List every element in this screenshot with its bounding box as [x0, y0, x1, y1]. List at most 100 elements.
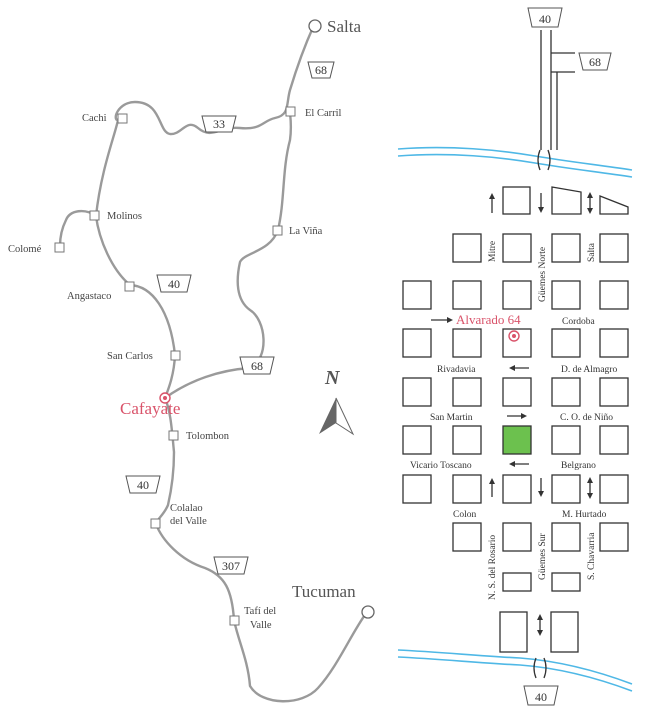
- block: [452, 233, 482, 263]
- road-salta-cafayate: [94, 23, 316, 400]
- block-triangle: [599, 195, 629, 215]
- regional-map: Salta Tucuman El Carril Cachi Molinos Co…: [8, 17, 375, 703]
- block: [599, 522, 629, 552]
- route-shield-68-south: 68: [239, 356, 275, 375]
- block: [402, 328, 432, 358]
- one-way-arrow-right-icon: [431, 317, 453, 323]
- two-way-arrow-icon: [537, 614, 543, 636]
- street-label-belgrano: Belgrano: [561, 461, 596, 471]
- block-trapezoid: [551, 186, 582, 215]
- town-marker-colome: [54, 242, 65, 253]
- block: [502, 233, 532, 263]
- destination-label: Alvarado 64: [456, 312, 521, 327]
- road-molinos-colome: [58, 209, 98, 248]
- block: [551, 572, 581, 592]
- town-label-valle: Valle: [250, 620, 272, 631]
- svg-text:68: 68: [251, 359, 263, 373]
- block: [551, 328, 581, 358]
- town-label-colome: Colomé: [8, 244, 42, 255]
- city-label-salta: Salta: [327, 17, 361, 36]
- block: [402, 425, 432, 455]
- street-label-rivadavia: Rivadavia: [437, 365, 476, 375]
- block: [452, 280, 482, 310]
- block: [502, 522, 532, 552]
- river-north: [397, 146, 633, 178]
- block: [551, 522, 581, 552]
- route-shield-33: 33: [201, 115, 237, 133]
- one-way-arrow-left-icon: [509, 365, 529, 371]
- route-shield-68-top: 68: [578, 52, 612, 71]
- route-shield-40-north: 40: [156, 274, 192, 293]
- svg-text:40: 40: [535, 690, 547, 704]
- street-label-mitre: Mitre: [488, 241, 498, 262]
- street-label-salta: Salta: [587, 242, 597, 262]
- block: [551, 377, 581, 407]
- street-label-d-de-almagro: D. de Almagro: [561, 365, 617, 375]
- svg-text:33: 33: [213, 117, 225, 131]
- one-way-arrow-right-icon: [507, 413, 527, 419]
- road-cafayate-tucuman: [154, 396, 369, 703]
- street-label-s-chavarria: S. Chavarria: [587, 532, 597, 580]
- town-marker-tafi: [229, 615, 240, 626]
- plaza-square: [502, 425, 532, 455]
- block: [550, 611, 579, 653]
- city-salta-marker: [308, 19, 322, 33]
- town-marker-molinos: [89, 210, 100, 221]
- svg-text:40: 40: [137, 478, 149, 492]
- two-way-arrow-icon: [587, 192, 593, 214]
- block: [551, 233, 581, 263]
- town-label-el-carril: El Carril: [305, 108, 342, 119]
- block: [502, 280, 532, 310]
- block: [599, 425, 629, 455]
- block: [502, 572, 532, 592]
- street-label-guemes-norte: Güemes Norte: [538, 247, 548, 302]
- town-marker-la-vina: [272, 225, 283, 236]
- block: [452, 474, 482, 504]
- block: [502, 377, 532, 407]
- town-label-cachi: Cachi: [82, 113, 107, 124]
- town-marker-colalao: [150, 518, 161, 529]
- town-marker-tolombon: [168, 430, 179, 441]
- town-label-colalao: Colalao: [170, 503, 203, 514]
- street-label-san-martin: San Martin: [430, 413, 473, 423]
- block: [452, 328, 482, 358]
- svg-text:68: 68: [589, 55, 601, 69]
- town-label-angastaco: Angastaco: [67, 291, 111, 302]
- svg-text:307: 307: [222, 559, 240, 573]
- block: [452, 377, 482, 407]
- block: [502, 186, 531, 215]
- block: [551, 474, 581, 504]
- one-way-arrow-up-icon: [489, 193, 495, 213]
- town-marker-angastaco: [124, 281, 135, 292]
- city-tucuman-marker: [361, 605, 375, 619]
- svg-text:40: 40: [168, 277, 180, 291]
- town-label-cafayate: Cafayate: [120, 399, 180, 418]
- block: [599, 377, 629, 407]
- street-label-guemes-sur: Güemes Sur: [538, 532, 548, 580]
- one-way-arrow-left-icon: [509, 461, 529, 467]
- town-label-tolombon: Tolombon: [186, 431, 230, 442]
- bridge-north: [537, 149, 551, 171]
- town-marker-cachi: [117, 113, 128, 124]
- route-shield-40-south: 40: [125, 475, 161, 494]
- block: [402, 474, 432, 504]
- city-label-tucuman: Tucuman: [292, 582, 356, 601]
- cafayate-target-icon: [159, 392, 171, 404]
- block: [502, 474, 532, 504]
- one-way-arrow-down-icon: [538, 193, 544, 213]
- street-label-ns-del-rosario: N. S. del Rosario: [488, 535, 498, 600]
- street-label-c-o-de-nino: C. O. de Niño: [560, 413, 613, 423]
- block: [599, 328, 629, 358]
- block: [452, 522, 482, 552]
- block: [402, 377, 432, 407]
- north-arrow-icon: [319, 397, 355, 436]
- town-marker-el-carril: [285, 106, 296, 117]
- route-shield-40-bottom: 40: [523, 685, 559, 706]
- town-label-del-valle: del Valle: [170, 516, 207, 527]
- block: [599, 280, 629, 310]
- block: [499, 611, 528, 653]
- street-label-vicario-toscano: Vicario Toscano: [410, 461, 472, 471]
- one-way-arrow-up-icon: [489, 478, 495, 497]
- river-south: [397, 649, 633, 692]
